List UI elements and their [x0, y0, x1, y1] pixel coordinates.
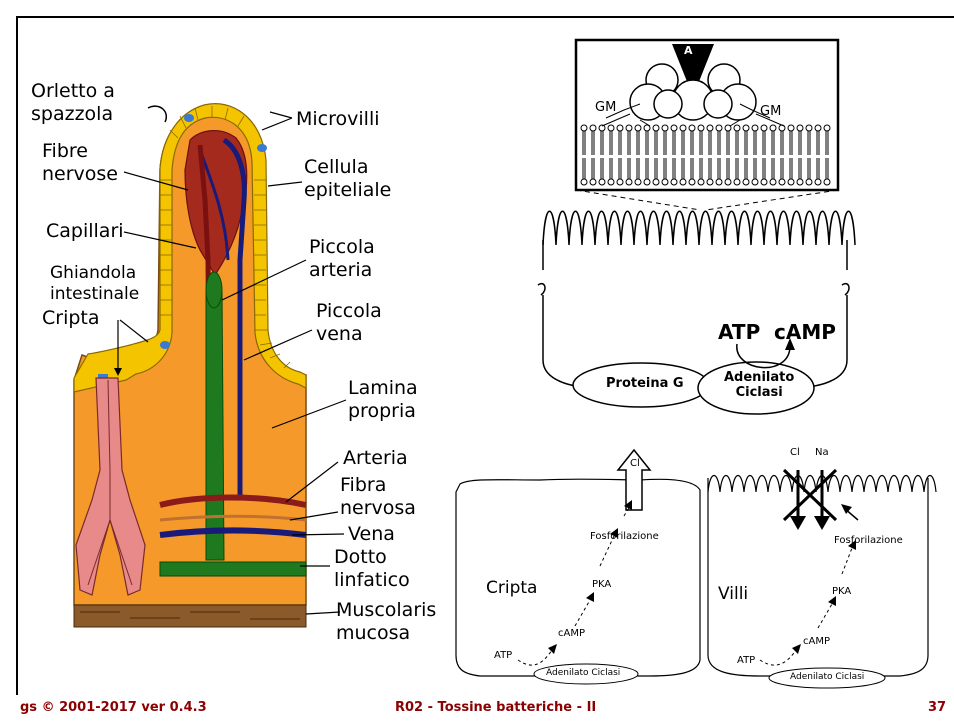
page-number: 37	[928, 700, 946, 715]
villi-enzyme: Adenilato Ciclasi	[790, 672, 864, 682]
crypt-pka: PKA	[592, 579, 611, 590]
villi-fosforilazione: Fosforilazione	[834, 535, 903, 546]
footer: gs © 2001-2017 ver 0.4.3 R02 - Tossine b…	[0, 696, 954, 723]
crypt-camp: cAMP	[558, 628, 585, 639]
villi-camp: cAMP	[803, 636, 830, 647]
villi-na: Na	[815, 447, 829, 458]
label-crypt-cl: Cl	[630, 458, 640, 469]
crypt-enzyme: Adenilato Ciclasi	[546, 668, 620, 678]
footer-copyright: gs © 2001-2017 ver 0.4.3	[20, 700, 207, 715]
crypt-atp: ATP	[494, 650, 512, 661]
villi-atp: ATP	[737, 655, 755, 666]
villi-cl: Cl	[790, 447, 800, 458]
villi-title: Villi	[718, 584, 748, 604]
footer-title: R02 - Tossine batteriche - II	[395, 700, 596, 715]
crypt-fosforilazione: Fosforilazione	[590, 531, 659, 542]
villi-pka: PKA	[832, 586, 851, 597]
crypt-title: Cripta	[486, 578, 537, 598]
